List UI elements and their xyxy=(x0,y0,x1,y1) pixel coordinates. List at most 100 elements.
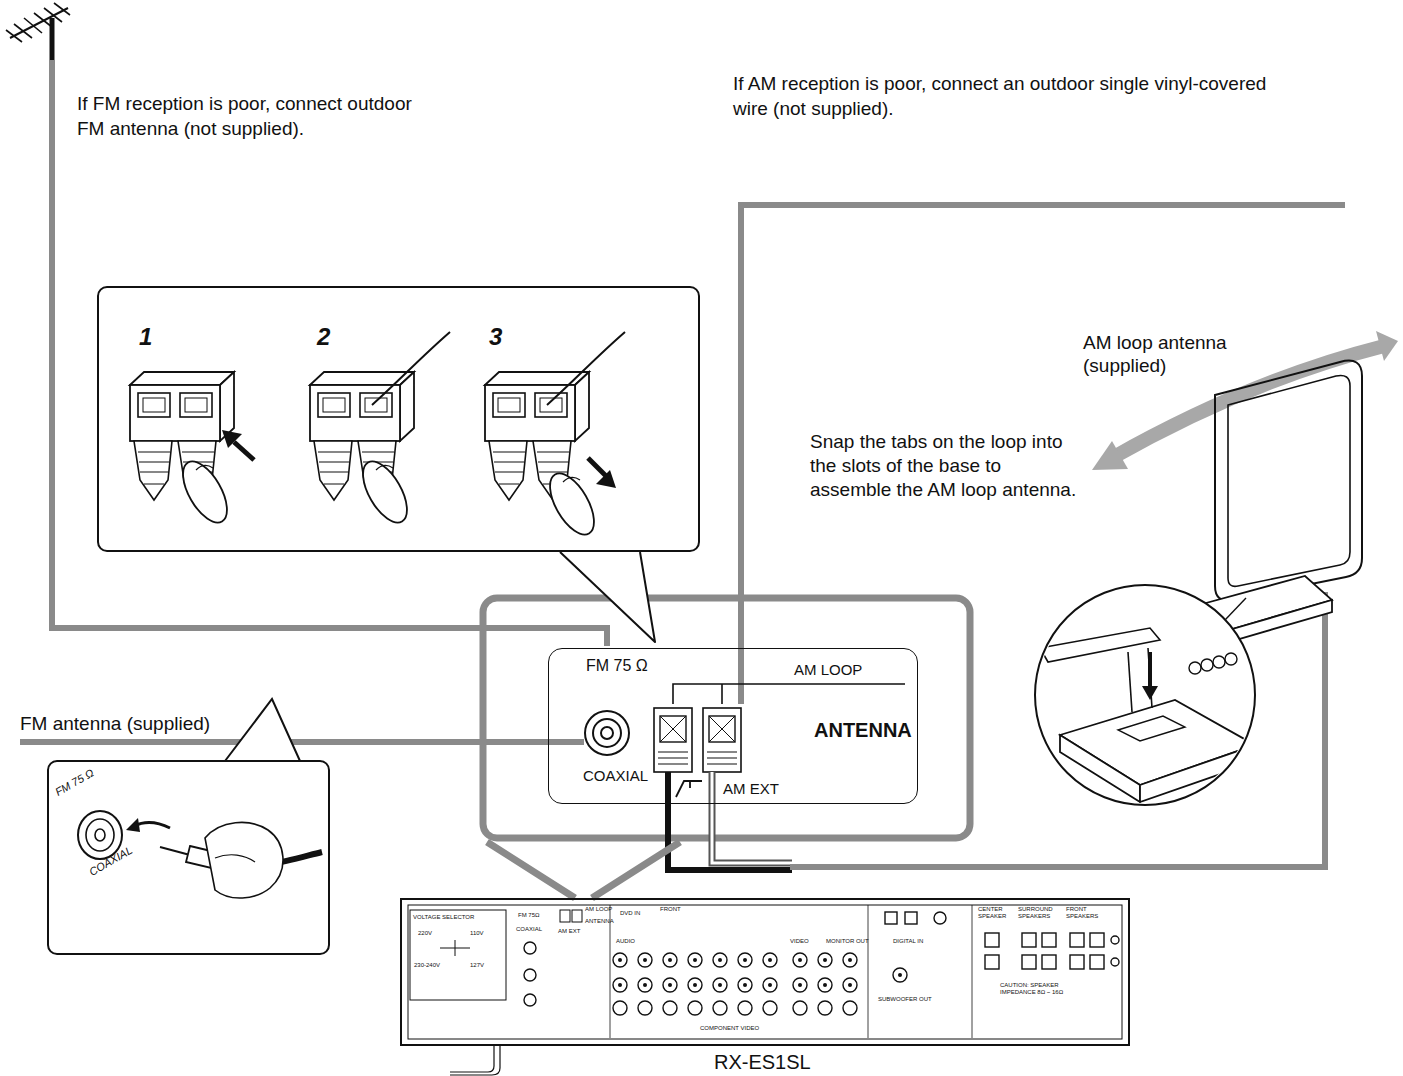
loop-detail-inset xyxy=(1128,648,1152,712)
receiver-rear-panel xyxy=(718,983,722,987)
receiver-rear-panel xyxy=(643,983,647,987)
receiver-rear-panel xyxy=(738,978,752,992)
rotate-arrow xyxy=(1376,331,1398,361)
receiver-rear-panel xyxy=(638,978,652,992)
receiver-body: RX-ES1SL xyxy=(400,898,1130,1046)
step-illustrations xyxy=(596,470,616,488)
panel-label: DVD IN xyxy=(620,910,640,917)
receiver-rear-panel xyxy=(688,1001,702,1015)
part-label: AM loop antenna (supplied) xyxy=(1083,331,1248,377)
am-loop-wires xyxy=(668,772,792,870)
receiver-rear-panel xyxy=(934,912,946,924)
receiver-rear-panel xyxy=(1042,955,1056,969)
receiver-rear-panel xyxy=(985,955,999,969)
receiver-rear-panel xyxy=(985,933,999,947)
am-outdoor-wire xyxy=(741,205,1345,704)
antenna-terminals xyxy=(660,716,686,742)
receiver-rear-panel xyxy=(663,1001,677,1015)
receiver-rear-panel xyxy=(738,953,752,967)
jack-label: COAXIAL xyxy=(583,767,648,784)
receiver-rear-panel xyxy=(408,905,1122,1039)
jack-label: FM 75 Ω xyxy=(53,766,96,798)
receiver-rear-panel xyxy=(743,983,747,987)
step-illustrations xyxy=(547,332,625,405)
panel-label: VOLTAGE SELECTOR xyxy=(413,914,474,921)
caution-label: CAUTION: SPEAKER IMPEDANCE 8Ω ~ 16Ω xyxy=(1000,982,1095,996)
receiver-rear-panel xyxy=(638,1001,652,1015)
step-illustrations xyxy=(563,477,580,482)
panel-label: 110V xyxy=(470,930,484,937)
am-loop-wires xyxy=(712,772,792,863)
step-illustrations xyxy=(130,332,625,541)
jack-label: COAXIAL xyxy=(87,844,134,878)
terminal-label: AM LOOP xyxy=(794,661,862,678)
note-text: If FM reception is poor, connect outdoor… xyxy=(77,91,422,141)
antenna-terminals xyxy=(593,719,621,747)
coax-inset-drawing xyxy=(205,822,283,898)
panel-label: 220V xyxy=(418,930,432,937)
receiver-rear-panel xyxy=(693,958,697,962)
panel-label: FM 75Ω xyxy=(518,912,540,919)
panel-label: VIDEO xyxy=(790,938,809,945)
receiver-rear-panel xyxy=(823,958,827,962)
panel-label: ANTENNA xyxy=(585,918,614,925)
receiver-rear-panel xyxy=(905,912,917,924)
receiver-rear-panel xyxy=(793,978,807,992)
receiver-rear-panel xyxy=(1022,933,1036,947)
step-illustrations xyxy=(174,455,236,530)
receiver-rear-panel xyxy=(1111,958,1119,966)
receiver-rear-panel xyxy=(763,978,777,992)
receiver-rear-panel xyxy=(572,910,582,922)
step-number: 2 xyxy=(317,324,330,350)
loop-detail-inset xyxy=(1213,656,1225,668)
antenna-terminals xyxy=(601,727,613,739)
receiver-rear-panel xyxy=(1111,936,1119,944)
receiver-rear-panel xyxy=(450,1046,500,1075)
receiver-rear-panel xyxy=(524,942,536,954)
antenna-terminals xyxy=(707,752,737,764)
rotate-arrow xyxy=(1092,441,1128,470)
am-loop-antenna xyxy=(1215,361,1362,601)
receiver-rear-panel xyxy=(818,978,832,992)
antenna-terminals xyxy=(709,716,735,742)
receiver-rear-panel xyxy=(743,958,747,962)
step-illustrations xyxy=(372,332,450,405)
receiver-rear-panel xyxy=(718,958,722,962)
panel-label: FRONT SPEAKERS xyxy=(1066,906,1108,920)
receiver-rear-panel xyxy=(560,910,570,922)
loop-detail-inset xyxy=(1060,735,1140,802)
loop-detail-inset xyxy=(1225,653,1237,665)
step-illustrations xyxy=(196,465,213,470)
loop-detail-inset xyxy=(1040,628,1160,662)
loop-detail-inset xyxy=(1060,700,1255,785)
loop-detail-inset xyxy=(1140,745,1255,802)
receiver-rear-panel xyxy=(798,983,802,987)
receiver-rear-panel xyxy=(1070,933,1084,947)
step-illustrations xyxy=(354,455,416,530)
loop-detail-inset xyxy=(1148,652,1152,690)
coax-inset-drawing xyxy=(86,819,114,851)
loop-detail-inset xyxy=(1035,585,1255,805)
fm-outdoor-antenna xyxy=(6,3,70,42)
callout-pointer xyxy=(560,552,655,642)
step-illustrations xyxy=(130,372,234,500)
note-text: Snap the tabs on the loop into the slots… xyxy=(810,430,1082,502)
receiver-rear-panel xyxy=(613,912,1119,1015)
antenna-terminals xyxy=(709,716,735,742)
receiver-rear-panel xyxy=(893,968,907,982)
panel-label: 127V xyxy=(470,962,484,969)
antenna-terminals xyxy=(673,684,905,704)
part-label: FM antenna (supplied) xyxy=(20,712,210,735)
fm-outdoor-antenna xyxy=(50,18,55,62)
receiver-rear-panel xyxy=(848,958,852,962)
receiver-rear-panel xyxy=(613,978,627,992)
receiver-rear-panel xyxy=(843,953,857,967)
panel-label: AUDIO xyxy=(616,938,635,945)
note-text: If AM reception is poor, connect an outd… xyxy=(733,71,1303,121)
loop-detail-inset xyxy=(1040,628,1255,802)
coax-inset-drawing xyxy=(160,847,190,855)
antenna-terminals xyxy=(703,708,741,772)
zoom-frame xyxy=(483,598,970,838)
step-illustrations xyxy=(310,372,414,500)
receiver-rear-panel xyxy=(793,953,807,967)
